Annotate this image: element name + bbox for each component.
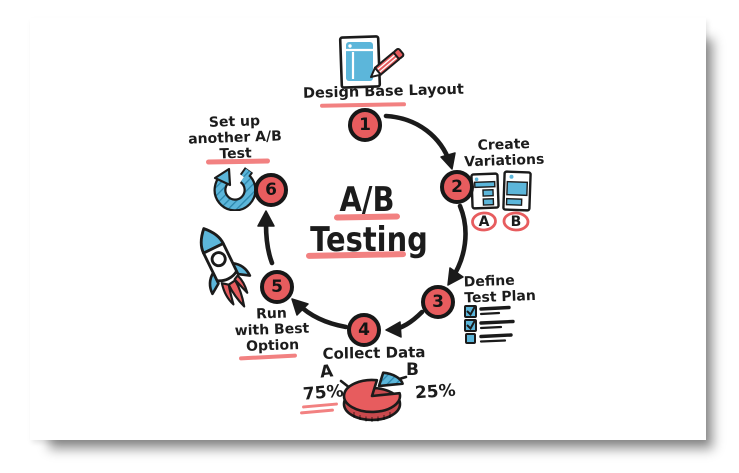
variation-b-label: B bbox=[511, 214, 522, 230]
step-circle-3: 3 bbox=[421, 285, 455, 319]
step-circle-4: 4 bbox=[347, 313, 381, 347]
refresh-arrowhead bbox=[213, 167, 232, 187]
step6-label: Set up another A/B Test bbox=[180, 112, 290, 164]
rocket-icon bbox=[171, 211, 274, 324]
step-circle-5: 5 bbox=[260, 270, 294, 304]
pencil-icon bbox=[370, 47, 405, 78]
pie-value-a: 75% bbox=[302, 381, 345, 405]
refresh-cycle-icon bbox=[213, 167, 257, 211]
pie-value-b: 25% bbox=[414, 380, 457, 404]
variation-b-circle bbox=[502, 211, 530, 232]
step-circle-1: 1 bbox=[348, 108, 382, 142]
diagram-title-line1: A/B bbox=[339, 180, 395, 220]
slide-card bbox=[30, 18, 706, 440]
step2-label: Create Variations bbox=[461, 136, 546, 171]
pie-slice-b bbox=[377, 371, 404, 388]
wireframe-pencil-icon bbox=[338, 35, 405, 89]
pie-label-b: B bbox=[406, 360, 419, 380]
step-circle-2: 2 bbox=[440, 170, 474, 204]
variation-cards-icon: A B bbox=[470, 170, 532, 232]
variation-a-label: A bbox=[479, 214, 490, 230]
pie-label-a: A bbox=[318, 361, 335, 383]
step3-label: Define Test Plan bbox=[463, 272, 548, 307]
variation-a-circle bbox=[471, 211, 497, 232]
step-circle-6: 6 bbox=[254, 173, 288, 207]
checklist-icon bbox=[464, 305, 515, 344]
